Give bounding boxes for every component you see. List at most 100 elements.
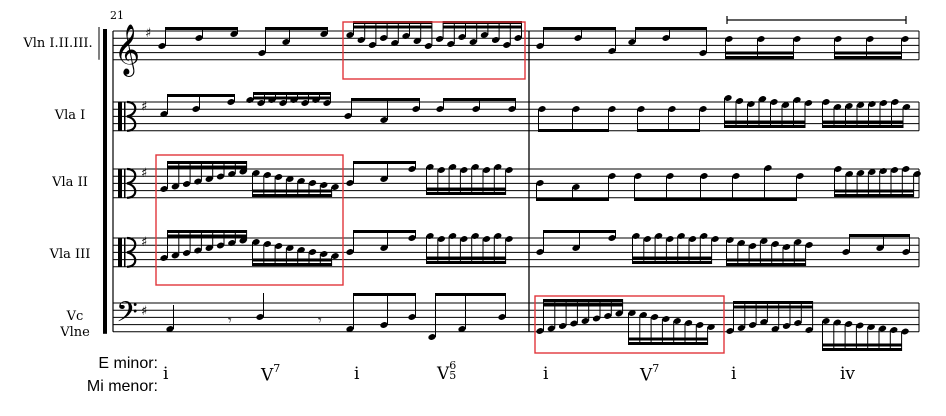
note-head xyxy=(402,33,410,39)
note-head xyxy=(323,100,331,106)
note-head xyxy=(230,31,238,37)
note-head xyxy=(845,103,853,109)
note-head xyxy=(725,36,733,42)
beam xyxy=(167,165,247,169)
note-head xyxy=(158,43,166,49)
note-head xyxy=(804,100,813,106)
note-head xyxy=(760,238,768,244)
note-head xyxy=(391,40,399,46)
note-head xyxy=(793,97,801,103)
beam xyxy=(252,194,332,197)
note-head xyxy=(876,245,884,251)
beam xyxy=(628,337,708,341)
note-head xyxy=(508,106,516,112)
note-head xyxy=(732,173,740,179)
note-head xyxy=(833,104,842,110)
alto-clef xyxy=(126,100,137,132)
note-head xyxy=(608,106,616,112)
note-head xyxy=(581,318,589,324)
note-head xyxy=(380,176,388,182)
note-head xyxy=(536,328,544,334)
note-head xyxy=(793,36,801,42)
instrument-label-vc: Vc Vlne xyxy=(60,309,90,340)
note-head xyxy=(842,249,850,255)
note-head xyxy=(505,236,513,242)
note-head xyxy=(308,249,317,255)
note-head xyxy=(426,164,434,170)
harmony-5: i xyxy=(543,364,549,384)
note-head xyxy=(558,323,567,329)
note-head xyxy=(574,35,582,41)
note-head xyxy=(735,98,744,104)
note-head xyxy=(700,173,708,179)
key-sharp: ♯ xyxy=(141,166,147,181)
note-head xyxy=(239,168,247,175)
note-head xyxy=(472,106,480,112)
note-head xyxy=(856,170,865,176)
beam xyxy=(834,56,902,59)
treble-clef: 𝄞 xyxy=(114,24,140,77)
harmony-3: i xyxy=(354,364,360,384)
beam xyxy=(252,263,332,266)
beam xyxy=(822,125,903,128)
key-sharp: ♯ xyxy=(141,304,147,319)
note-head xyxy=(505,167,513,173)
beam xyxy=(822,343,902,347)
note-head xyxy=(878,325,887,332)
alto-clef xyxy=(126,167,137,199)
note-head xyxy=(282,39,290,45)
beam xyxy=(426,192,506,195)
alto-clef xyxy=(124,169,126,198)
beam xyxy=(733,301,813,304)
note-head xyxy=(677,233,685,239)
note-head xyxy=(805,327,813,333)
note-head xyxy=(902,249,910,255)
beam xyxy=(252,258,332,262)
note-head xyxy=(902,104,911,110)
note-head xyxy=(257,100,265,106)
beam xyxy=(167,230,247,233)
note-head xyxy=(834,166,842,172)
note-head xyxy=(879,168,887,174)
note-head xyxy=(604,313,612,319)
note-head xyxy=(700,233,708,239)
note-head xyxy=(346,32,354,38)
note-head xyxy=(547,325,555,332)
beam xyxy=(353,161,416,164)
note-head xyxy=(822,99,830,105)
note-head xyxy=(346,180,354,186)
note-head xyxy=(879,100,888,106)
note-head xyxy=(428,334,436,340)
beam xyxy=(443,98,516,101)
note-head xyxy=(902,166,910,172)
note-head xyxy=(192,106,200,112)
note-head xyxy=(726,328,734,334)
note-head xyxy=(867,324,875,330)
note-head xyxy=(724,95,732,101)
beam xyxy=(538,129,609,132)
note-head xyxy=(346,326,354,332)
note-head xyxy=(160,111,168,117)
note-head xyxy=(901,328,909,335)
note-head xyxy=(437,236,445,242)
instrument-label-vla2: Vla II xyxy=(52,175,88,190)
note-head xyxy=(205,245,213,251)
note-head xyxy=(536,180,544,186)
note-head xyxy=(408,314,416,320)
note-head xyxy=(460,167,468,173)
note-head xyxy=(460,236,468,242)
system-bracket xyxy=(98,27,920,334)
note-head xyxy=(796,173,804,179)
alto-clef xyxy=(126,236,137,268)
note-head xyxy=(781,102,790,108)
note-head xyxy=(737,325,745,331)
note-head xyxy=(503,42,511,48)
note-head xyxy=(666,173,674,179)
beam xyxy=(167,161,247,164)
beam xyxy=(435,293,506,296)
note-head xyxy=(834,36,842,42)
beam xyxy=(725,51,794,55)
note-head xyxy=(216,173,225,180)
beam xyxy=(426,256,506,260)
note-head xyxy=(331,184,339,190)
